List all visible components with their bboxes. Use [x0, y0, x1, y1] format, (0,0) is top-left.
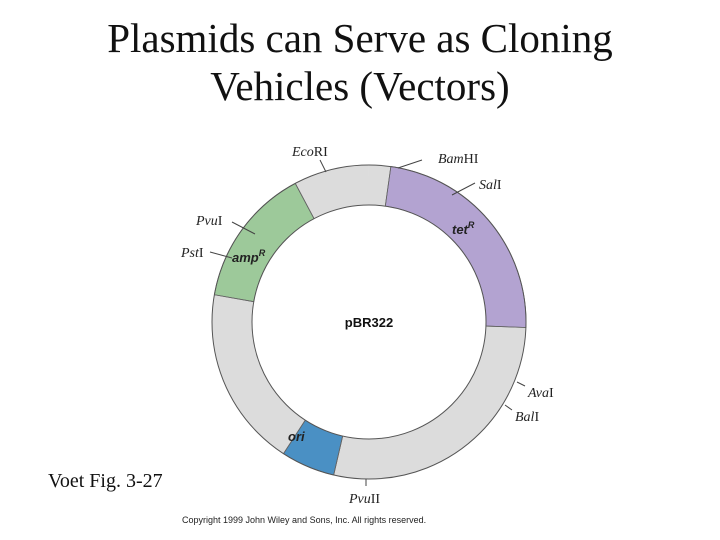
- site-bali-label: BalI: [515, 410, 539, 425]
- pvui-tick: [231, 221, 256, 235]
- site-pvuii-label: PvuII: [348, 492, 380, 507]
- ecori-tick: [319, 159, 327, 173]
- site-sali-label: SalI: [479, 178, 502, 193]
- plasmid-name-label: pBR322: [345, 315, 393, 330]
- copyright-notice: Copyright 1999 John Wiley and Sons, Inc.…: [182, 515, 427, 525]
- segment-divider: [214, 294, 254, 303]
- site-ticks: [209, 159, 526, 486]
- tet-gene-label: tetR: [452, 220, 475, 237]
- segment-divider: [384, 166, 392, 207]
- segment-dividers: [214, 166, 526, 476]
- psti-tick: [209, 251, 233, 259]
- slide-title: Plasmids can Serve as Cloning Vehicles (…: [0, 14, 720, 110]
- ring-inner-edge: [251, 204, 487, 440]
- title-line-2: Vehicles (Vectors): [210, 63, 510, 109]
- segment-divider: [283, 419, 306, 454]
- segment-divider: [333, 435, 344, 476]
- bali-tick: [504, 404, 513, 411]
- ori-label: ori: [288, 429, 305, 444]
- site-psti-label: PstI: [180, 246, 204, 261]
- segment-divider: [485, 325, 526, 328]
- sali-tick: [451, 182, 476, 196]
- avai-tick: [516, 381, 526, 387]
- amp-gene-label: ampR: [232, 248, 266, 265]
- site-bamhi-label: BamHI: [438, 152, 479, 167]
- bamhi-tick: [397, 159, 423, 169]
- segment-divider: [294, 183, 315, 219]
- figure-caption: Voet Fig. 3-27: [48, 470, 163, 492]
- ring-outer-edge: [211, 164, 527, 480]
- site-avai-label: AvaI: [527, 386, 554, 401]
- site-ecori-label: EcoRI: [291, 145, 328, 160]
- title-line-1: Plasmids can Serve as Cloning: [107, 15, 613, 61]
- site-pvui-label: PvuI: [195, 214, 223, 229]
